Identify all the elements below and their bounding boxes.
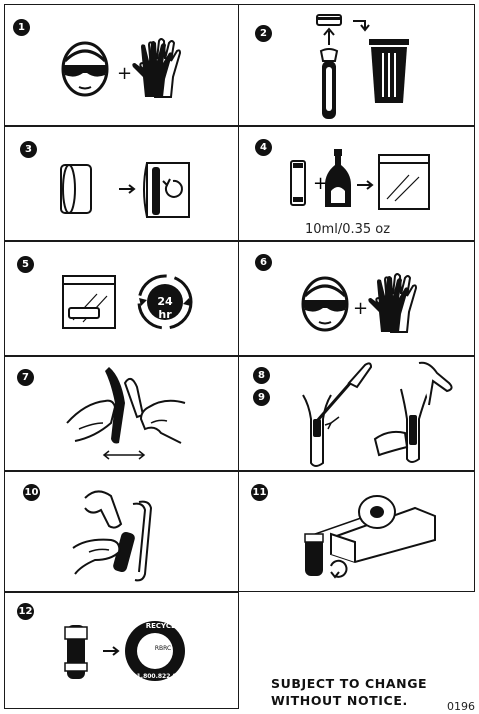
paper-towel-wrap-icon: [60, 162, 190, 218]
gloves-icon: [368, 273, 418, 333]
volume-label: 10ml/0.35 oz: [305, 222, 391, 237]
razor-cartridge-removal-icon: [316, 14, 409, 119]
step-number: 2: [255, 25, 272, 42]
step-number: 7: [17, 369, 34, 386]
step-number: 6: [255, 254, 272, 271]
step-5-panel: 5 24 hr: [4, 241, 239, 356]
screwdriver-open-handle-icon: [302, 361, 453, 467]
taped-battery-recycle-icon: [64, 621, 185, 681]
step-12-panel: 12 RECYCLE RBRC 1.800.822.8837: [4, 592, 239, 709]
step-6-panel: 6 +: [238, 241, 475, 356]
step-11-panel: 11: [238, 471, 475, 592]
step-number: 12: [17, 603, 34, 620]
safety-glasses-face-icon: [61, 41, 109, 97]
step-number: 4: [255, 139, 272, 156]
tape-battery-icon: [304, 495, 436, 579]
disclaimer-line-1: SUBJECT TO CHANGE: [271, 676, 428, 691]
recycle-seal-initials: RBRC: [154, 645, 172, 652]
cartridge-oil-bag-icon: +: [290, 149, 430, 210]
disclaimer-line-2: WITHOUT NOTICE.: [271, 693, 408, 708]
svg-text:+: +: [313, 173, 328, 194]
disclaimer: SUBJECT TO CHANGE WITHOUT NOTICE.: [271, 675, 427, 709]
remove-battery-icon: [72, 490, 153, 582]
step-number: 5: [17, 256, 34, 273]
step-8-9-panel: 8 9: [238, 356, 475, 471]
safety-glasses-face-icon: [301, 276, 349, 332]
step-number: 10: [23, 484, 40, 501]
step-1-panel: 1 +: [4, 4, 239, 126]
recycle-seal-phone: 1.800.822.8837: [136, 673, 190, 680]
step-number: 8: [253, 367, 270, 384]
plus-sign: +: [117, 63, 133, 84]
step-10-panel: 10: [4, 471, 239, 592]
timer-label: 24 hr: [157, 295, 173, 321]
step-2-panel: 2: [238, 4, 475, 126]
step-number: 9: [253, 389, 270, 406]
step-3-panel: 3: [4, 126, 239, 241]
peel-label-hands-icon: [66, 367, 186, 460]
recycle-seal-title: RECYCLE: [145, 622, 181, 630]
gloves-icon: [132, 38, 182, 98]
step-number: 3: [20, 141, 37, 158]
step-number: 11: [251, 484, 268, 501]
sealed-bag-wait-icon: [62, 274, 193, 330]
step-number: 1: [13, 19, 30, 36]
plus-sign: +: [353, 298, 369, 319]
step-4-panel: 4 + 10ml/0.35 oz: [238, 126, 475, 241]
step-7-panel: 7: [4, 356, 239, 471]
document-code: 0196: [447, 700, 475, 713]
